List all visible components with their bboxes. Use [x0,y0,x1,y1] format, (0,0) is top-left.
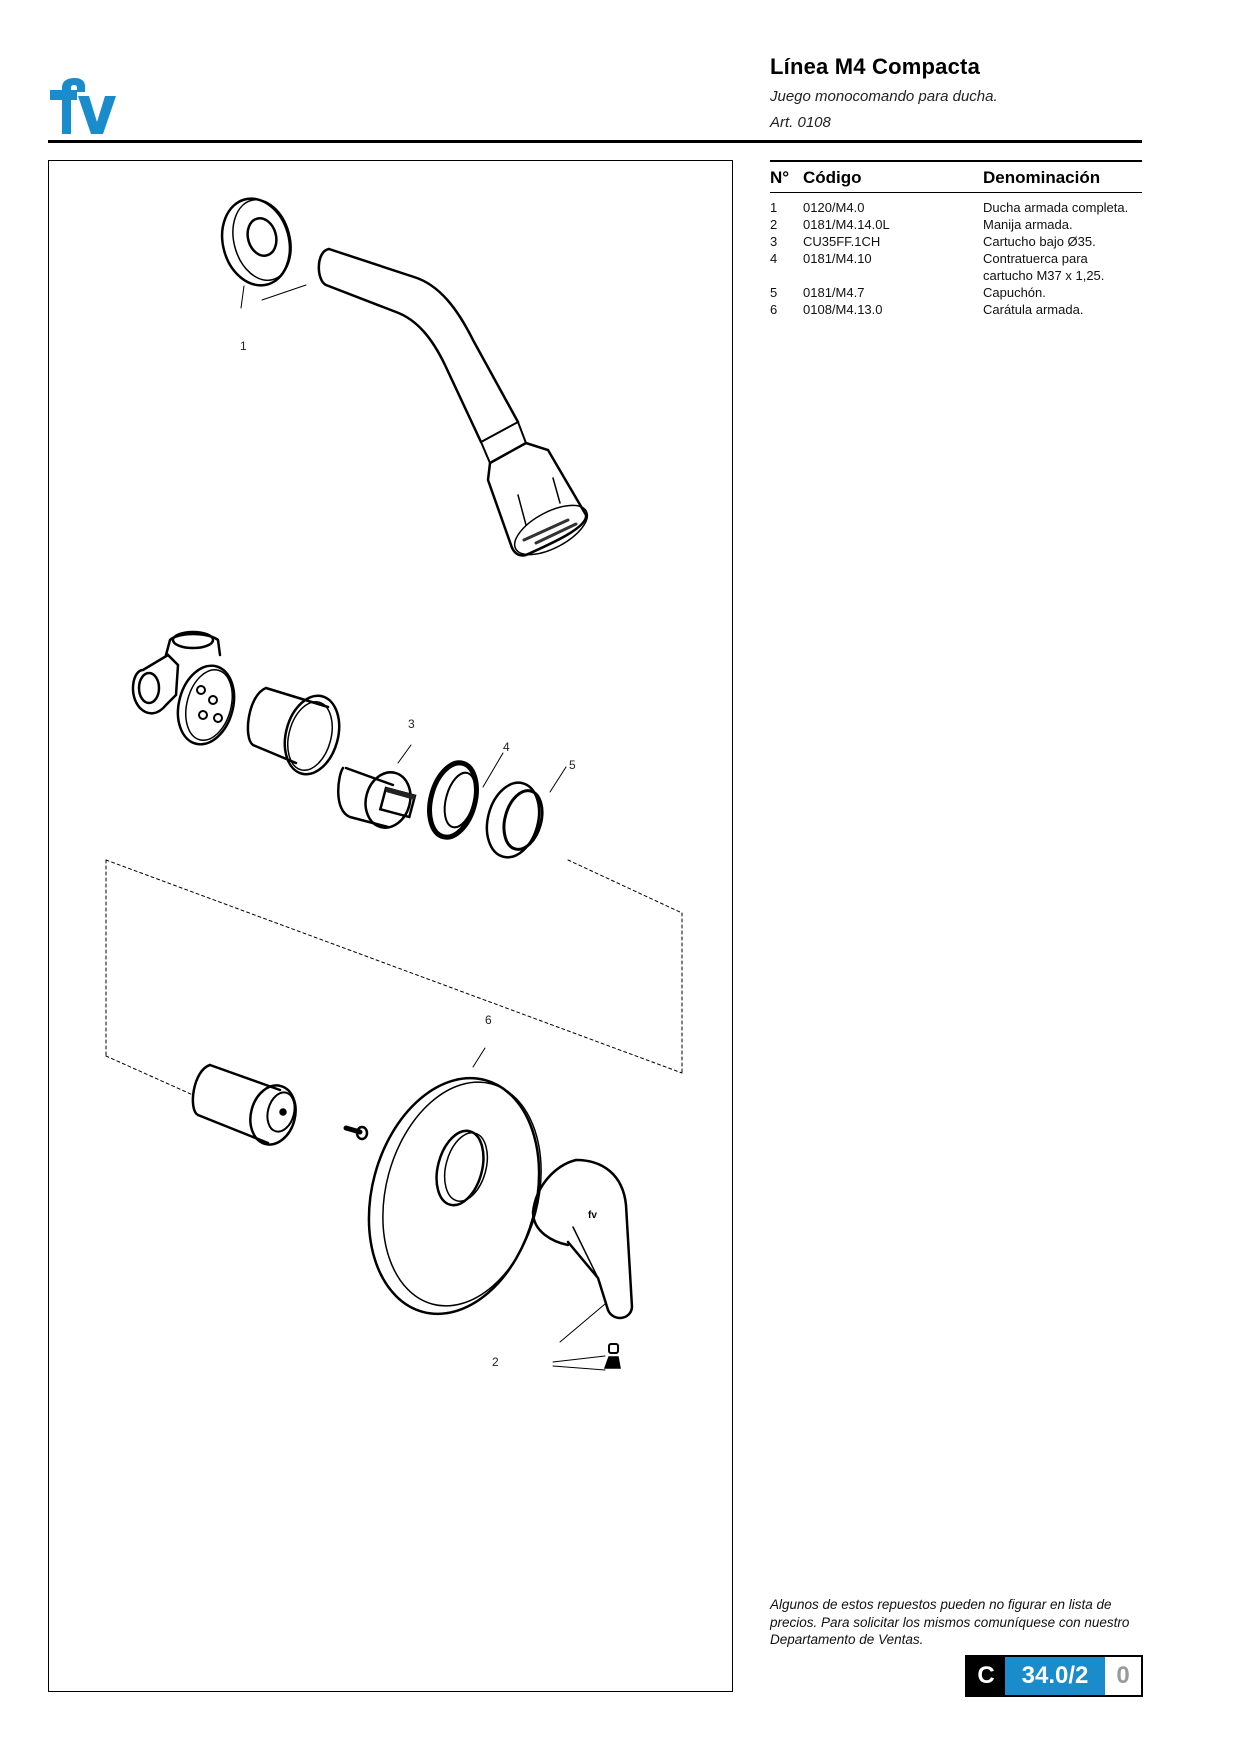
header-rule [48,140,1142,143]
table-header-rule [770,191,1142,193]
row-number: 2 [770,216,778,232]
shower-escutcheon-icon [220,197,292,287]
column-header-name: Denominación [983,167,1101,187]
column-header-code: Código [803,167,862,187]
fv-brand-logo [48,78,124,134]
shower-arm-icon [317,247,528,465]
row-code: 0120/M4.0 [803,199,865,215]
row-name: Ducha armada completa. [983,199,1129,215]
shower-head-icon [486,441,589,557]
page-badge: C 34.0/2 0 [965,1655,1143,1697]
row-name: Carátula armada. [983,301,1084,317]
lever-handle-icon: fv [531,1158,634,1320]
badge-page-number: 34.0/2 [1005,1657,1105,1695]
callout-1: 1 [240,339,247,353]
sleeve-icon [246,686,341,776]
exploded-view-drawing: fv 1 3 4 5 6 2 [48,160,733,1692]
badge-revision: 0 [1105,1657,1141,1695]
table-row: 4 0181/M4.10 Contratuerca para cartucho … [770,250,1142,284]
table-row: 6 0108/M4.13.0 Carátula armada. [770,301,1142,318]
screw-icon [343,1125,369,1141]
row-number: 1 [770,199,778,215]
assembly-projection-lines [105,859,683,1096]
row-name: Capuchón. [983,284,1046,300]
row-code: 0108/M4.13.0 [803,301,883,317]
article-number: Art. 0108 [770,114,831,131]
parts-table: N° Código Denominación 1 0120/M4.0 Ducha… [770,160,1142,318]
locknut-icon [427,760,479,840]
row-code: 0181/M4.14.0L [803,216,890,232]
valve-body-icon [131,630,236,746]
svg-text:fv: fv [588,1210,597,1221]
row-name: Contratuerca para cartucho M37 x 1,25. [983,250,1105,283]
row-number: 3 [770,233,778,249]
table-row: 3 CU35FF.1CH Cartucho bajo Ø35. [770,233,1142,250]
callout-3: 3 [408,717,415,731]
cartridge-icon [337,766,417,829]
row-number: 6 [770,301,778,317]
fv-logo-icon [50,78,116,134]
row-code: 0181/M4.7 [803,284,865,300]
row-code: 0181/M4.10 [803,250,872,266]
exploded-view-frame [48,160,733,1692]
handle-screw-icon [603,1343,621,1369]
row-code: CU35FF.1CH [803,233,881,249]
badge-section: C [967,1657,1005,1695]
callout-2: 2 [492,1355,499,1369]
cap-icon [485,781,544,859]
handle-sleeve-icon [191,1063,297,1146]
table-row: 2 0181/M4.14.0L Manija armada. [770,216,1142,233]
callout-5: 5 [569,758,576,772]
table-top-rule [770,160,1142,162]
trim-plate-icon [367,1076,542,1316]
row-name: Manija armada. [983,216,1073,232]
callout-4: 4 [503,740,510,754]
row-number: 5 [770,284,778,300]
footnote: Algunos de estos repuestos pueden no fig… [770,1597,1130,1647]
column-header-number: N° [770,167,790,187]
callout-6: 6 [485,1013,492,1027]
table-row: 5 0181/M4.7 Capuchón. [770,284,1142,301]
row-name: Cartucho bajo Ø35. [983,233,1096,249]
table-row: 1 0120/M4.0 Ducha armada completa. [770,199,1142,216]
page-title: Línea M4 Compacta [770,54,981,79]
row-number: 4 [770,250,778,266]
page-subtitle: Juego monocomando para ducha. [770,88,998,105]
table-header: N° Código Denominación [770,164,1142,192]
